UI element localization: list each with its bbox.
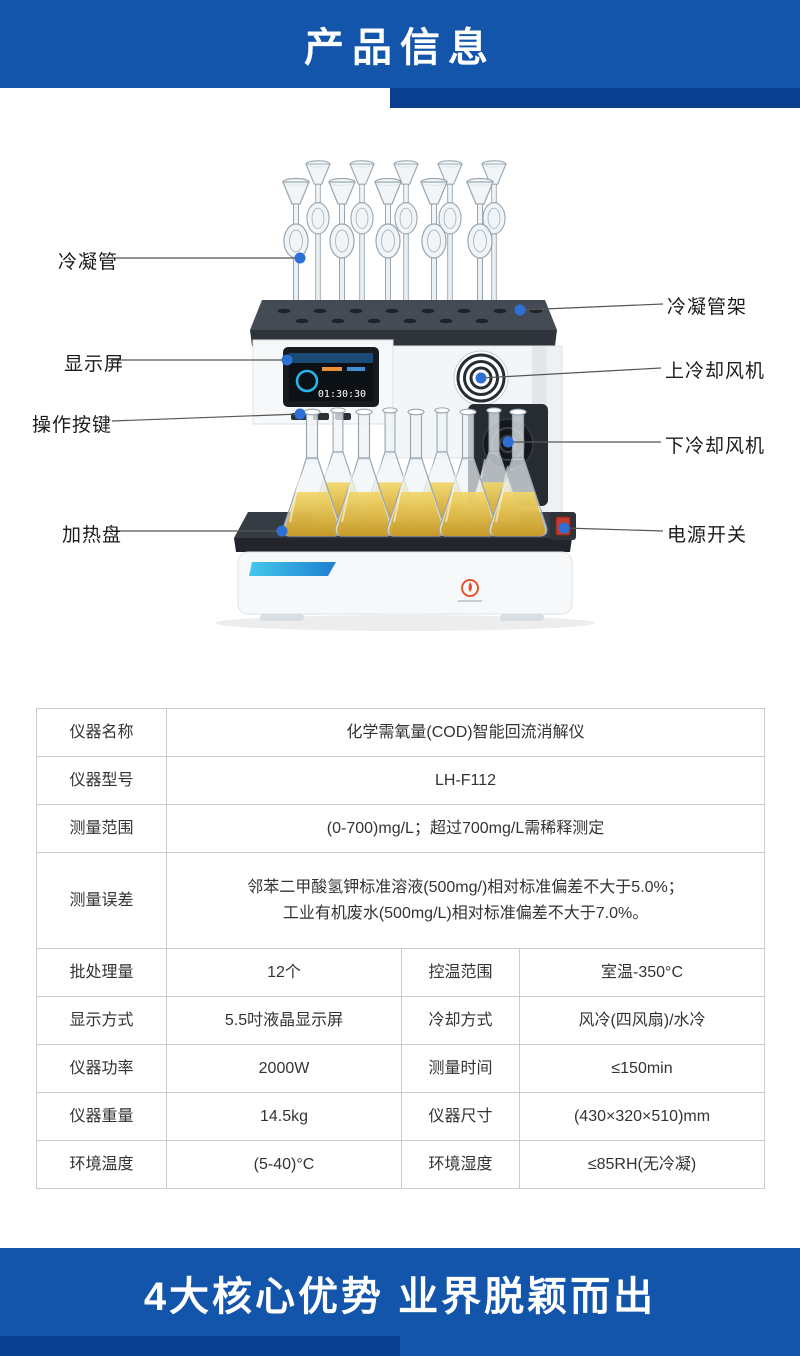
spec-value: (5-40)°C [166, 1140, 402, 1189]
spec-label: 环境湿度 [401, 1140, 520, 1189]
table-row: 测量误差 邻苯二甲酸氢钾标准溶液(500mg/)相对标准偏差不大于5.0%； 工… [36, 852, 766, 949]
spec-label: 环境温度 [36, 1140, 167, 1189]
condenser-rack [250, 300, 557, 346]
callout-label-upper-fan: 上冷却风机 [665, 361, 766, 382]
callout-label-display: 显示屏 [64, 354, 125, 375]
spec-label: 批处理量 [36, 948, 167, 997]
product-illustration: 01:30:30 [111, 160, 664, 631]
spec-label: 测量误差 [36, 852, 167, 949]
product-section: 01:30:30 [0, 108, 800, 668]
table-row: 环境温度 (5-40)°C 环境湿度 ≤85RH(无冷凝) [36, 1140, 766, 1189]
bottom-banner: 4大核心优势 业界脱颖而出 [0, 1248, 800, 1356]
spec-label: 仪器名称 [36, 708, 167, 757]
page-title: 产品信息 [304, 26, 496, 70]
top-banner-accent [390, 88, 800, 108]
callout-dots [276, 252, 570, 537]
callout-label-buttons: 操作按键 [32, 415, 113, 436]
callout-label-rack: 冷凝管架 [667, 297, 748, 318]
spec-value-line1: 邻苯二甲酸氢钾标准溶液(500mg/)相对标准偏差不大于5.0%； [247, 878, 684, 896]
spec-value: 5.5吋液晶显示屏 [166, 996, 402, 1045]
spec-value: (0-700)mg/L；超过700mg/L需稀释测定 [165, 804, 766, 853]
spec-label: 测量范围 [36, 804, 167, 853]
spec-value: 14.5kg [166, 1092, 402, 1141]
table-row: 测量范围 (0-700)mg/L；超过700mg/L需稀释测定 [36, 804, 766, 853]
callout-dot-rack [514, 304, 526, 316]
table-row: 仪器型号 LH-F112 [36, 756, 766, 805]
callout-dot-lower-fan [502, 436, 514, 448]
machine-base [237, 551, 573, 621]
callout-dot-power-switch [558, 522, 570, 534]
spec-value: ≤150min [518, 1044, 766, 1093]
spec-label: 仪器型号 [36, 756, 167, 805]
spec-value: 12个 [166, 948, 402, 997]
table-row: 批处理量 12个 控温范围 室温-350°C [36, 948, 766, 997]
screen-time: 01:30:30 [318, 389, 366, 400]
callout-dot-condenser-tube [294, 252, 306, 264]
callout-label-condenser-tube: 冷凝管 [58, 252, 119, 273]
spec-label: 显示方式 [36, 996, 167, 1045]
spec-label: 控温范围 [401, 948, 520, 997]
callout-dot-display [281, 354, 293, 366]
spec-table: 仪器名称 化学需氧量(COD)智能回流消解仪 仪器型号 LH-F112 测量范围… [36, 708, 766, 1189]
spec-value: 室温-350°C [518, 948, 766, 997]
table-row: 显示方式 5.5吋液晶显示屏 冷却方式 风冷(四风扇)/水冷 [36, 996, 766, 1045]
base-brand-strip [249, 562, 336, 576]
table-row: 仪器名称 化学需氧量(COD)智能回流消解仪 [36, 708, 766, 757]
callout-lines [111, 257, 664, 532]
callout-dot-heating-plate [276, 525, 288, 537]
spec-label: 测量时间 [401, 1044, 520, 1093]
bottom-banner-accent [0, 1336, 400, 1356]
table-row: 仪器功率 2000W 测量时间 ≤150min [36, 1044, 766, 1093]
display-panel: 01:30:30 [252, 339, 394, 425]
spec-value: LH-F112 [165, 756, 766, 805]
callout-dot-buttons [294, 408, 306, 420]
callout-dot-upper-fan [475, 372, 487, 384]
spec-value: ≤85RH(无冷凝) [518, 1140, 766, 1189]
spec-value: (430×320×510)mm [518, 1092, 766, 1141]
top-banner: 产品信息 [0, 0, 800, 88]
spec-value: 风冷(四风扇)/水冷 [518, 996, 766, 1045]
callout-label-heating-plate: 加热盘 [62, 525, 123, 546]
callout-label-lower-fan: 下冷却风机 [665, 436, 766, 457]
spec-value: 邻苯二甲酸氢钾标准溶液(500mg/)相对标准偏差不大于5.0%； 工业有机废水… [165, 852, 766, 949]
callout-label-power-switch: 电源开关 [667, 525, 748, 546]
spec-label: 仪器重量 [36, 1092, 167, 1141]
table-row: 仪器重量 14.5kg 仪器尺寸 (430×320×510)mm [36, 1092, 766, 1141]
brand-logo [458, 579, 482, 602]
spec-value: 2000W [166, 1044, 402, 1093]
spec-value-line2: 工业有机废水(500mg/L)相对标准偏差不大于7.0%。 [282, 904, 649, 922]
spec-value: 化学需氧量(COD)智能回流消解仪 [165, 708, 766, 757]
shadow [215, 615, 595, 631]
spec-label: 仪器尺寸 [401, 1092, 520, 1141]
spec-label: 仪器功率 [36, 1044, 167, 1093]
bottom-banner-title: 4大核心优势 业界脱颖而出 [143, 1275, 657, 1319]
spec-label: 冷却方式 [401, 996, 520, 1045]
